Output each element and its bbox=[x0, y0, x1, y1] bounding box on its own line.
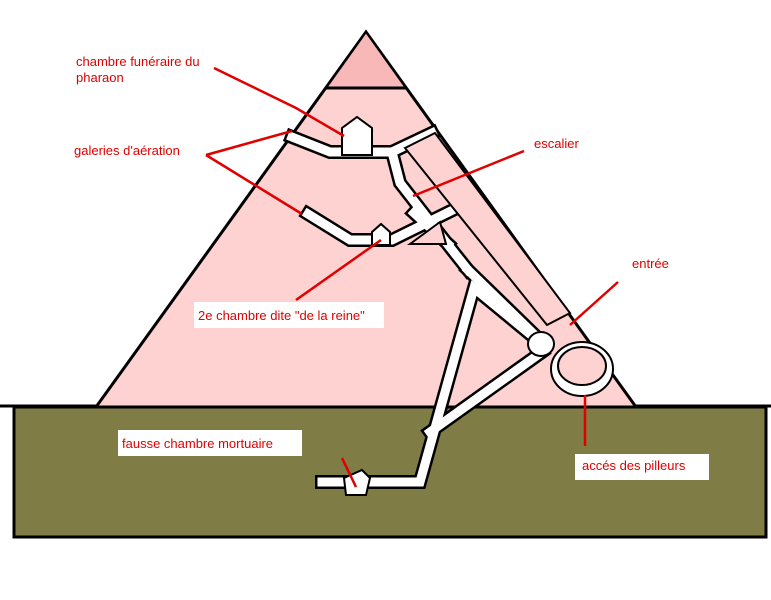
false-chamber-label-box bbox=[118, 430, 302, 456]
false-chamber-label: fausse chambre mortuaire bbox=[122, 436, 273, 451]
junction-triangle bbox=[406, 220, 448, 245]
queen-chamber-label: 2e chambre dite "de la reine" bbox=[198, 308, 365, 323]
air-shafts-label: galeries d'aération bbox=[74, 143, 180, 158]
stairway-label: escalier bbox=[534, 136, 579, 151]
pharaoh-chamber-label-line2: pharaon bbox=[76, 70, 124, 85]
robbers-label-box bbox=[575, 454, 709, 480]
capstone bbox=[324, 30, 408, 89]
pharaoh-chamber-label-line1: chambre funéraire du bbox=[76, 54, 200, 69]
annotation-lines bbox=[205, 66, 619, 488]
pharaoh-chamber bbox=[341, 115, 373, 156]
queen-chamber bbox=[371, 222, 391, 246]
robbers-access-label: accés des pilleurs bbox=[582, 458, 686, 473]
entrance-node bbox=[527, 331, 555, 357]
queen-label-box bbox=[194, 302, 384, 328]
gallery-block bbox=[403, 131, 572, 327]
entrance-label: entrée bbox=[632, 256, 669, 271]
